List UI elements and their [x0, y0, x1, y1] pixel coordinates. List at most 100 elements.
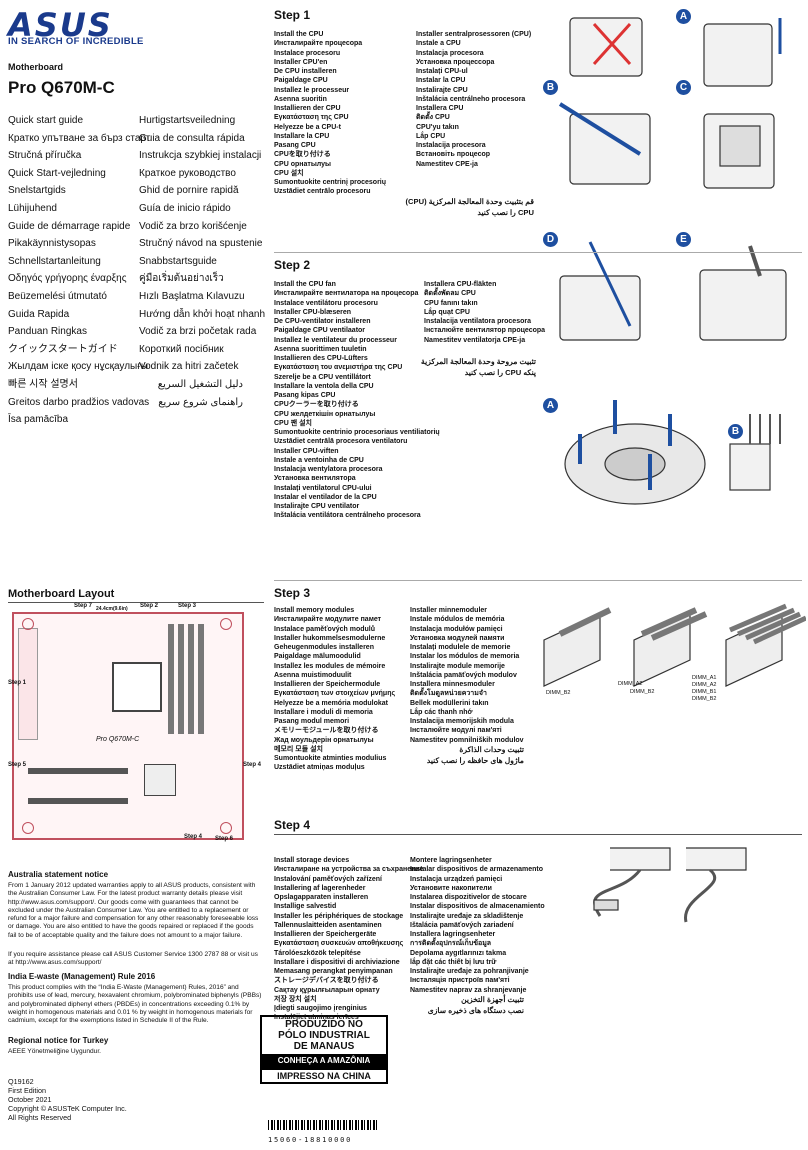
step1-item: Asenna suoritin [274, 95, 327, 103]
step4-item: Namestitev naprav za shranjevanje [410, 986, 527, 994]
step1-col2: Installer sentralprosessoren (CPU) Instal… [416, 30, 531, 169]
dimm-label: DIMM_A1 [692, 675, 717, 681]
step4-item: Installare i dispositivi di archiviazion… [274, 958, 400, 966]
step1-item: Inštalácia centrálneho procesora [416, 95, 526, 103]
guide-title: Hurtigstartsveiledning [139, 115, 236, 126]
guide-title: Panduan Ringkas [8, 326, 87, 338]
step2-item: Установка вентилятора [274, 475, 356, 483]
step1-item: Uzstādiet centrālo procesoru [274, 188, 371, 196]
step4-item: Инсталиране на устройства за съхранение [274, 866, 424, 874]
step4-item: Installer les périphériques de stockage [274, 912, 404, 920]
step2-item: Installer CPU-blæseren [274, 308, 352, 316]
step3-item-rtl: ماژول های حافظه را نصب کنید [426, 756, 524, 765]
step4-item: Εγκατάσταση συσκευών αποθήκευσης [274, 940, 404, 948]
illus-label-b: B [543, 80, 558, 95]
step1-item: CPU'yu takın [416, 123, 459, 131]
step3-item: Installez les modules de mémoire [274, 662, 386, 670]
step2-item: CPU fanını takın [424, 299, 478, 307]
cpu-fan-illustration [564, 400, 781, 505]
step4-item: Depolama aygıtlarınızı takma [410, 949, 507, 957]
divider [8, 602, 264, 603]
doc-code: Q19162 [8, 1077, 34, 1086]
guide-title: Hızlı Başlatma Kılavuzu [139, 290, 245, 302]
callout-step1: Step 1 [8, 680, 27, 686]
step4-item: Memasang perangkat penyimpanan [274, 968, 393, 975]
india-notice-text: This product complies with the “India E-… [8, 984, 262, 1025]
dimm-slot [178, 624, 184, 734]
step3-title: Step 3 [274, 586, 311, 600]
step3-item: Інсталюйте модулі пам'яті [410, 727, 502, 735]
step4-item: Instalar dispositivos de almacenamiento [410, 903, 545, 911]
step4-item: การติดตั้งอุปกรณ์เก็บข้อมูล [410, 940, 492, 948]
guide-title: Краткое руководство [139, 167, 236, 179]
step3-item: Helyezze be a memória modulokat [274, 699, 388, 707]
step4-item: Установите накопители [410, 884, 492, 892]
pcie-slot [28, 798, 128, 804]
turkey-notice-text: AEEE Yönetmeliğine Uygundur. [8, 1048, 101, 1055]
step1-item: Sumontuokite centrinį procesorių [274, 179, 387, 186]
step2-item: De CPU-ventilator installeren [274, 318, 371, 325]
step2-item: Uzstādiet centrālā procesora ventilatoru [274, 438, 408, 446]
guide-title: Greitos darbo pradžios vadovas [8, 396, 150, 408]
step3-item: Installieren der Speichermodule [274, 681, 381, 688]
step4-item: Installera lagringsenheter [410, 931, 496, 938]
step3-item: Instalar los módulos de memoria [410, 653, 520, 661]
dimm-label: DIMM_A2 [618, 681, 643, 687]
dimm-slot [198, 624, 204, 734]
asus-logo: ASUS [8, 6, 113, 44]
chipset [144, 764, 176, 796]
step2-item: Lắp quạt CPU [424, 308, 470, 316]
turkey-notice-title: Regional notice for Turkey [8, 1036, 109, 1045]
step4-item: Install storage devices [274, 857, 350, 864]
step4-item: Instalar dispositivos de armazenamento [410, 866, 544, 874]
step2-item: Instalirajte CPU ventilator [274, 503, 360, 510]
storage-illustration [593, 847, 747, 923]
step4-item: Instalarea dispozitivelor de stocare [410, 894, 527, 901]
step3-item: 메모리 모듈 설치 [274, 745, 323, 753]
callout-step5: Step 5 [8, 762, 27, 768]
guide-title: Οδηγός γρήγορης έναρξης [8, 273, 127, 285]
guide-title: Кратко упътване за бърз старт [8, 132, 151, 144]
step3-item: Namestitev pomnilniških modulov [410, 736, 524, 744]
board-model-label: Pro Q670M-C [96, 736, 140, 743]
step1-item: Installer sentralprosessoren (CPU) [416, 31, 532, 38]
step4-item: Installieren der Speichergeräte [274, 931, 377, 938]
guide-title-rtl: راهنمای شروع سریع [158, 396, 243, 408]
illus-label-c: C [676, 80, 691, 95]
guide-title: Stručný návod na spustenie [139, 238, 263, 250]
step2-item: Инсталирайте вентилатора на процесора [274, 290, 419, 298]
guide-title: Quick Start-vejledning [8, 167, 106, 179]
step2-item: Instalacija ventilatora procesora [424, 318, 531, 325]
guide-title: Короткий посібник [139, 343, 224, 355]
step3-item: Sumontuokite atminties modulius [274, 755, 387, 762]
step3-item: Instalacija memorijskih modula [410, 718, 514, 725]
guide-title: Жылдам іске қосу нұсқаулығы [8, 361, 149, 373]
step2-item: Instale a ventoinha de CPU [274, 456, 364, 464]
step2-item-rtl: تثبيت مروحة وحدة المعالجة المركزية [421, 357, 536, 366]
step1-item: Instalați CPU-ul [416, 68, 468, 75]
step3-item: Instale módulos de memória [410, 616, 505, 624]
step1-item: ติดตั้ง CPU [416, 114, 450, 122]
step4-item: Įdiegti saugojimo įrenginius [274, 1005, 367, 1012]
illus-label-e: E [676, 232, 691, 247]
divider [274, 252, 802, 253]
guide-title: Vodič za brzo korišćenje [139, 220, 247, 232]
step1-item-rtl: قم بتثبيت وحدة المعالجة المركزية (CPU) [405, 197, 534, 206]
guide-title: คู่มือเริ่มต้นอย่างเร็ว [139, 273, 224, 285]
edition: First Edition [8, 1086, 46, 1095]
step1-item: Instalar la CPU [416, 77, 466, 85]
mount-hole [22, 618, 34, 630]
step4-item: Інсталяція пристроїв пам'яті [410, 977, 510, 985]
step4-item: Instalirajte uređaje za pohranjivanje [410, 968, 529, 975]
step2-item: Asenna suorittimen tuuletin [274, 345, 367, 353]
product-type: Motherboard [8, 62, 63, 72]
guide-title: Vodič za brzi početak rada [139, 326, 257, 338]
guide-title: 빠른 시작 설명서 [8, 378, 78, 390]
australia-notice-title: Australia statement notice [8, 870, 109, 879]
guide-title: Vodnik za hitri začetek [139, 361, 239, 373]
step3-item: Asenna muistimoduulit [274, 671, 352, 679]
pcie-slot [28, 768, 128, 774]
